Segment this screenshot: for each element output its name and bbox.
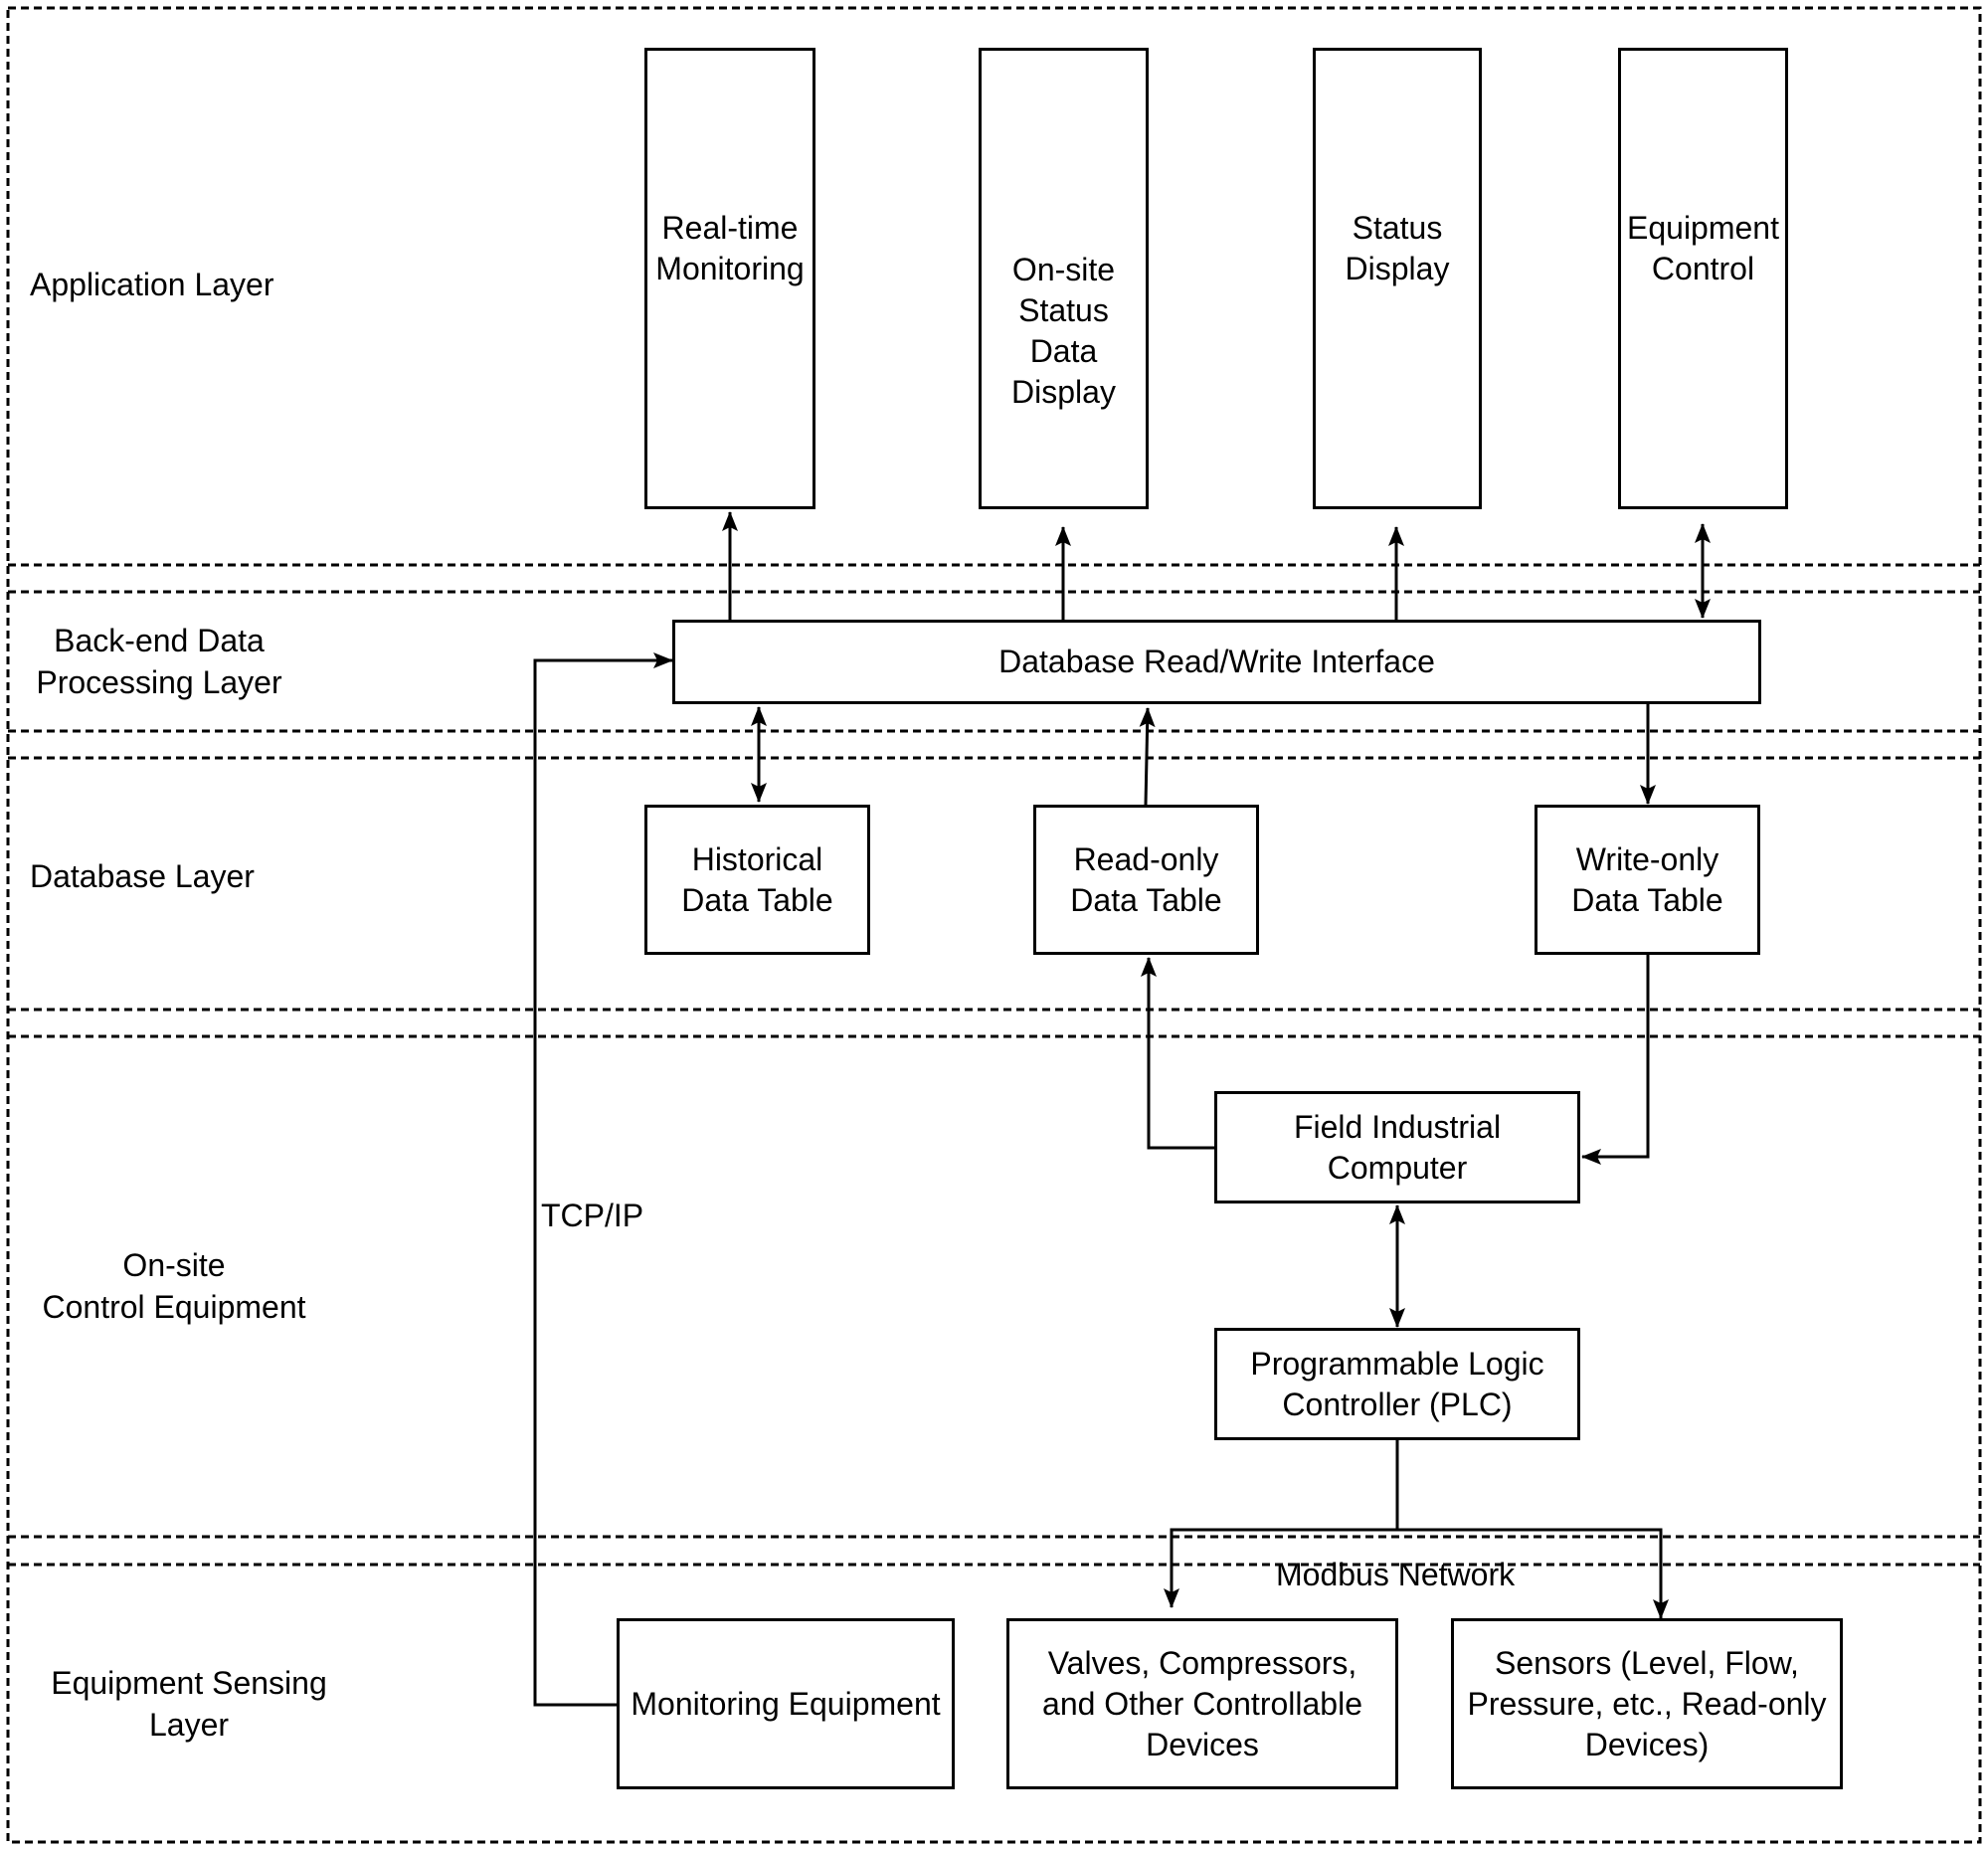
outer-frame bbox=[6, 6, 1982, 1844]
layer-separators bbox=[8, 563, 1980, 1567]
arrow-modbus-to-valves bbox=[1164, 1528, 1397, 1608]
arrow-field-computer-to-readonly bbox=[1141, 957, 1216, 1150]
box-onsite-status-data-display: On-site Status Data Display bbox=[979, 48, 1149, 509]
box-plc: Programmable Logic Controller (PLC) bbox=[1214, 1328, 1580, 1440]
arrow-readonly-to-interface bbox=[1139, 707, 1156, 806]
arrow-writeonly-to-field-computer bbox=[1581, 955, 1650, 1165]
edge-label-tcpip: TCP/IP bbox=[541, 1198, 644, 1233]
box-equipment-control: Equipment Control bbox=[1618, 48, 1788, 509]
box-sensors: Sensors (Level, Flow, Pressure, etc., Re… bbox=[1451, 1618, 1843, 1789]
layer-label-sensing: Equipment Sensing Layer bbox=[51, 1665, 327, 1743]
box-write-only-data-table: Write-only Data Table bbox=[1535, 805, 1760, 955]
layer-label-onsite: On-site Control Equipment bbox=[42, 1247, 306, 1325]
layer-label-backend: Back-end Data Processing Layer bbox=[36, 623, 282, 700]
box-status-display: Status Display bbox=[1313, 48, 1482, 509]
box-field-industrial-computer: Field Industrial Computer bbox=[1214, 1091, 1580, 1203]
box-monitoring-equipment: Monitoring Equipment bbox=[617, 1618, 955, 1789]
arrow-modbus-to-sensors bbox=[1397, 1528, 1669, 1619]
box-realtime-monitoring: Real-time Monitoring bbox=[644, 48, 815, 509]
layer-label-application: Application Layer bbox=[30, 267, 274, 302]
arrow-monitoring-to-interface-tcpip bbox=[533, 652, 673, 1707]
box-historical-data-table: Historical Data Table bbox=[644, 805, 870, 955]
box-read-only-data-table: Read-only Data Table bbox=[1033, 805, 1259, 955]
box-valves-compressors: Valves, Compressors, and Other Controlla… bbox=[1006, 1618, 1398, 1789]
layer-label-database: Database Layer bbox=[30, 858, 255, 894]
edge-label-modbus-network: Modbus Network bbox=[1276, 1557, 1516, 1592]
box-database-read-write-interface: Database Read/Write Interface bbox=[672, 620, 1761, 704]
